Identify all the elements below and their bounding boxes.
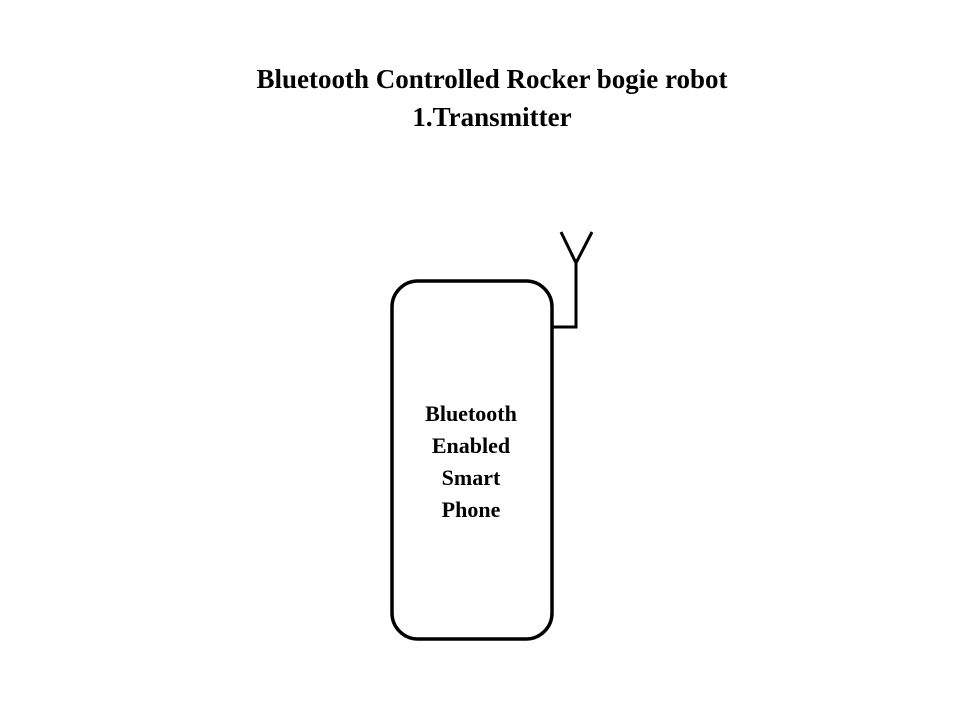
diagram-subtitle: 1.Transmitter	[412, 102, 572, 132]
label-line: Smart	[441, 465, 501, 490]
diagram-title: Bluetooth Controlled Rocker bogie robot	[256, 64, 728, 94]
antenna-icon	[552, 263, 578, 329]
smartphone-label: Bluetooth Enabled Smart Phone	[393, 398, 549, 526]
antenna-head	[559, 231, 594, 267]
label-line: Enabled	[431, 433, 511, 458]
label-line: Bluetooth	[425, 401, 517, 426]
smartphone-box	[390, 279, 554, 641]
label-line: Phone	[441, 497, 501, 522]
